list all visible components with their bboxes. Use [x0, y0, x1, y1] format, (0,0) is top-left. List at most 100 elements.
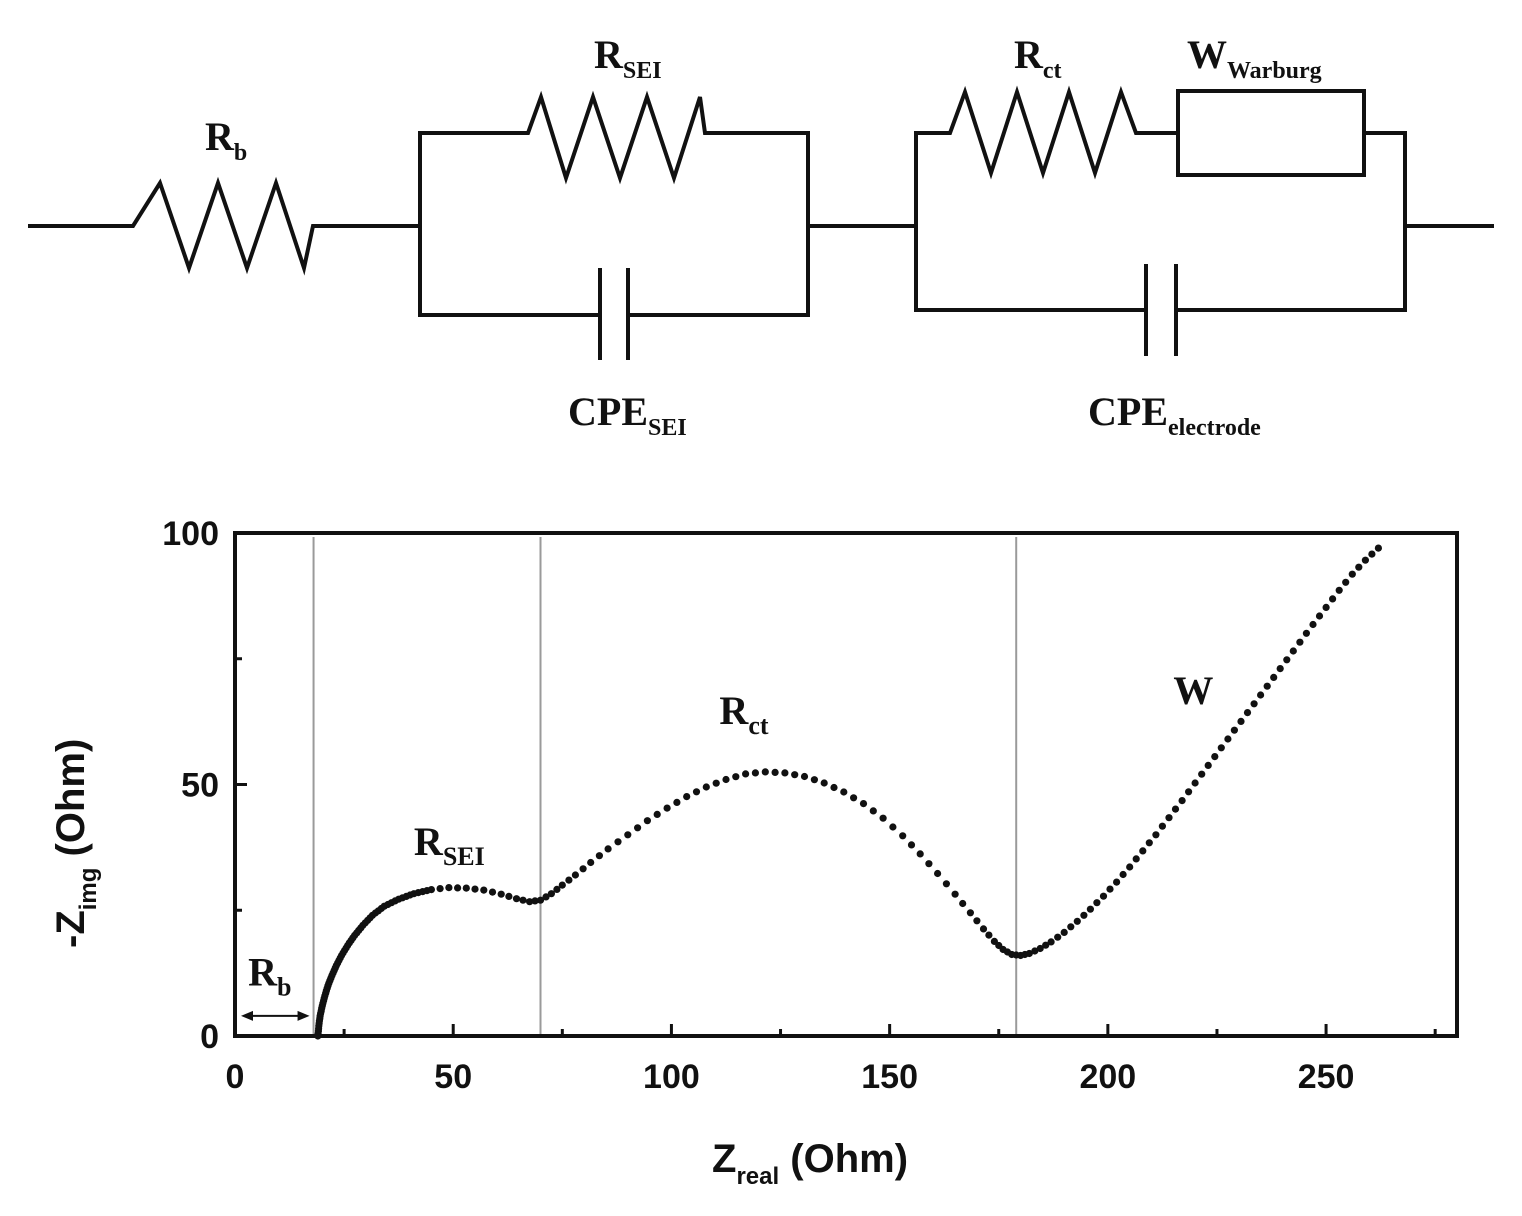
data-point — [1224, 735, 1232, 743]
data-point — [1036, 944, 1044, 953]
data-point — [1217, 744, 1225, 752]
data-point — [1315, 612, 1324, 620]
data-point — [1080, 911, 1088, 919]
data-point — [1368, 550, 1376, 558]
data-point — [1042, 941, 1050, 949]
data-points — [314, 544, 1382, 1040]
data-point — [1211, 753, 1219, 761]
data-point — [973, 917, 981, 925]
electrode-block-bottom-branch — [914, 226, 1146, 312]
data-point — [1047, 938, 1055, 946]
data-point — [1302, 629, 1310, 637]
data-point — [1171, 805, 1180, 813]
data-point — [1191, 779, 1199, 787]
data-point — [1054, 933, 1062, 941]
data-point — [1276, 665, 1284, 673]
plot-frame — [233, 531, 1459, 1038]
data-point — [565, 876, 573, 884]
data-point — [761, 768, 769, 776]
data-point — [673, 798, 681, 807]
data-point — [820, 779, 828, 787]
rb-span-arrow — [241, 1010, 310, 1021]
data-point — [1145, 839, 1153, 847]
data-point — [1309, 620, 1317, 629]
data-point — [436, 885, 444, 893]
data-point — [800, 772, 809, 781]
data-point — [505, 892, 513, 901]
data-point — [1119, 870, 1127, 879]
data-point — [916, 850, 924, 858]
data-point — [531, 897, 539, 905]
data-point — [751, 769, 760, 777]
x-axis-label: Zreal (Ohm) — [712, 1137, 908, 1190]
data-point — [542, 893, 550, 901]
electrode-block-bottom-return — [1176, 226, 1407, 312]
data-point — [1283, 656, 1291, 664]
data-point — [471, 885, 479, 893]
x-tick-label: 100 — [643, 1058, 700, 1096]
data-point — [683, 793, 691, 801]
annotation-rb: Rb — [248, 950, 291, 1002]
data-point — [1335, 586, 1343, 594]
data-point — [1178, 797, 1186, 805]
data-point — [985, 931, 993, 939]
x-tick-label: 200 — [1079, 1058, 1136, 1096]
data-point — [1270, 673, 1278, 682]
warburg-element — [1176, 89, 1366, 177]
data-point — [1025, 949, 1033, 958]
data-point — [1263, 682, 1271, 690]
y-tick-label: 50 — [181, 767, 219, 805]
annotation-rct: Rct — [719, 688, 768, 740]
data-point — [1132, 855, 1140, 863]
data-point — [1289, 647, 1297, 655]
rb-resistor — [28, 176, 420, 276]
label-w-warburg: WWarburg — [1187, 32, 1322, 84]
data-point — [427, 886, 435, 894]
electrode-block-top-branch — [914, 85, 1178, 226]
data-point — [512, 895, 521, 903]
data-point — [1198, 770, 1206, 778]
sei-block-top-branch — [418, 90, 810, 226]
data-point — [1126, 863, 1134, 871]
data-point — [1031, 947, 1039, 955]
data-point — [979, 925, 988, 933]
data-point — [604, 845, 612, 853]
data-point — [1073, 917, 1081, 925]
data-point — [663, 804, 671, 812]
data-point — [653, 810, 661, 819]
data-point — [1152, 831, 1160, 839]
rb-arrow-head-right — [297, 1010, 310, 1021]
data-point — [850, 794, 858, 802]
sei-block-bottom-return — [628, 226, 810, 317]
annotation-rsei: RSEI — [414, 819, 485, 871]
label-cpe-sei: CPESEI — [568, 389, 687, 441]
data-point — [643, 817, 652, 825]
label-cpe-electrode: CPEelectrode — [1088, 389, 1261, 441]
x-tick-label: 0 — [226, 1058, 245, 1096]
data-point — [1099, 892, 1108, 900]
data-point — [1060, 928, 1068, 937]
electrode-block-top-return — [1364, 131, 1407, 226]
data-point — [454, 884, 462, 892]
data-point — [942, 880, 951, 888]
data-point — [1067, 923, 1075, 931]
data-point — [840, 788, 848, 796]
data-point — [595, 852, 604, 860]
data-point — [1257, 691, 1265, 699]
data-point — [951, 890, 959, 898]
data-point — [959, 899, 967, 908]
reference-lines — [312, 537, 1018, 1036]
data-point — [1093, 899, 1101, 907]
data-point — [702, 783, 710, 791]
data-point — [879, 814, 887, 822]
data-point — [624, 831, 632, 839]
data-point — [488, 888, 497, 896]
data-point — [1139, 847, 1147, 855]
data-point — [1361, 556, 1369, 564]
data-point — [536, 896, 545, 904]
data-point — [1355, 563, 1363, 571]
data-point — [889, 823, 897, 831]
data-point — [1158, 822, 1166, 830]
